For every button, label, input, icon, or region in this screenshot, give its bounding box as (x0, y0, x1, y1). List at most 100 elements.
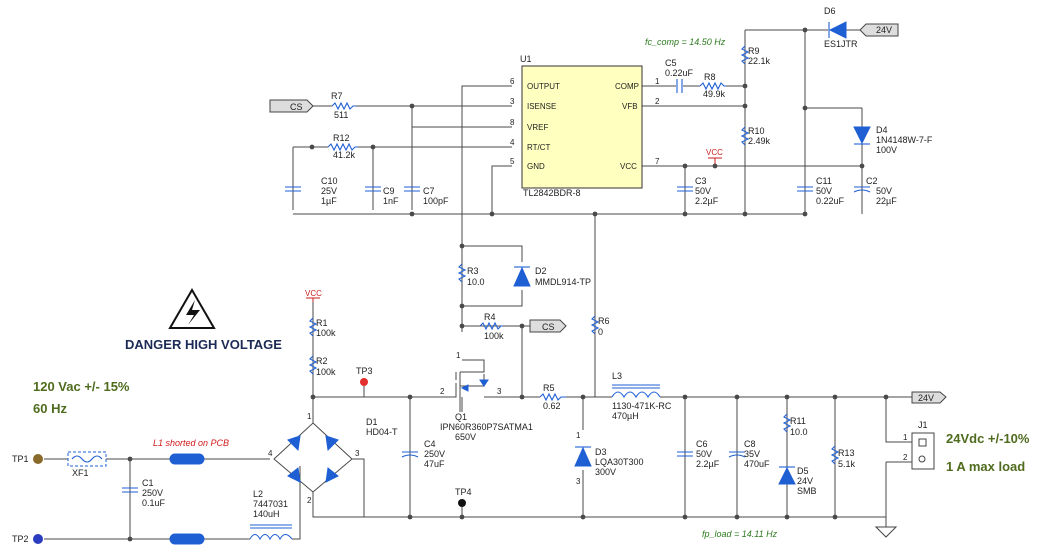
c10-ref: C10 (321, 176, 338, 186)
r11-symbol (782, 413, 792, 433)
l1-note: L1 shorted on PCB (153, 438, 229, 448)
svg-text:3: 3 (576, 477, 581, 486)
tp1-label: TP1 (12, 454, 29, 464)
l3-symbol (611, 391, 661, 399)
pin-vref: VREF (527, 123, 548, 132)
r12-symbol (327, 142, 358, 152)
output-current-spec: 1 A max load (946, 459, 1025, 474)
svg-text:2: 2 (440, 387, 445, 396)
d4-symbol (853, 126, 871, 145)
r11-value: 10.0 (790, 427, 808, 437)
c9-value: 1nF (383, 196, 399, 206)
svg-text:1: 1 (456, 351, 461, 360)
c2-voltage: 50V (876, 186, 892, 196)
output-voltage-spec: 24Vdc +/-10% (946, 431, 1030, 446)
d3-ref: D3 (595, 447, 607, 457)
r1-symbol (308, 317, 318, 337)
connector-j1: J1 1 2 (898, 420, 935, 470)
svg-text:1: 1 (307, 412, 312, 421)
svg-text:24V: 24V (876, 25, 892, 35)
c3-ref: C3 (695, 176, 707, 186)
d6-value: ES1JTR (824, 39, 858, 49)
r3-ref: R3 (467, 266, 479, 276)
c1-value: 0.1uF (142, 498, 166, 508)
r6-value: 0 (598, 327, 603, 337)
d4-value: 1N4148W-7-F (876, 135, 933, 145)
input-frequency-spec: 60 Hz (33, 401, 67, 416)
r10-symbol (740, 126, 750, 146)
pin-num-gnd: 5 (510, 157, 515, 166)
c3-value: 2.2µF (695, 196, 719, 206)
c8-ref: C8 (744, 439, 756, 449)
r11-ref: R11 (790, 416, 806, 426)
junctions (127, 27, 889, 542)
tp4-label: TP4 (455, 487, 472, 497)
high-voltage-icon (168, 288, 216, 329)
c6-symbol (677, 451, 693, 457)
fp-load-note: fp_load = 14.11 Hz (702, 529, 778, 539)
l2-ref: L2 (253, 489, 263, 499)
controller-ic: U1 TL2842BDR-8 OUTPUT ISENSE VREF RT/CT … (510, 54, 660, 198)
c6-voltage: 50V (696, 449, 712, 459)
d1-value: HD04-T (366, 427, 398, 437)
c2-value: 22µF (876, 196, 897, 206)
c5-ref: C5 (665, 58, 677, 68)
cs-flag-left (269, 99, 314, 113)
r5-symbol (539, 392, 566, 402)
d5-ref: D5 (797, 466, 809, 476)
c11-value: 0.22uF (816, 196, 845, 206)
c2-symbol (853, 186, 871, 193)
r6-ref: R6 (598, 316, 610, 326)
svg-text:1: 1 (576, 431, 581, 440)
d4-voltage: 100V (876, 145, 897, 155)
tp2-marker (33, 534, 43, 544)
tp4-marker (458, 499, 466, 507)
r2-ref: R2 (316, 356, 328, 366)
l2-bottom-choke (169, 533, 205, 545)
r6-symbol (590, 315, 600, 335)
r9-value: 22.1k (748, 56, 771, 66)
vcc-flag-divider: VCC (305, 289, 322, 298)
c1-voltage: 250V (142, 488, 163, 498)
ground-symbol (874, 526, 898, 538)
r3-value: 10.0 (467, 277, 485, 287)
l2-inductance: 140uH (253, 509, 280, 519)
d2-value: MMDL914-TP (535, 277, 591, 287)
svg-text:24V: 24V (918, 393, 934, 403)
d3-value: LQA30T300 (595, 457, 644, 467)
r13-symbol (830, 445, 840, 465)
net-flags: CS CS 24V 24V VCC VCC (269, 23, 947, 404)
c3-symbol (677, 186, 693, 192)
r5-ref: R5 (543, 383, 555, 393)
r4-value: 100k (484, 331, 504, 341)
q1-ref: Q1 (455, 412, 467, 422)
c7-symbol (404, 186, 420, 192)
c1-symbol (122, 487, 138, 493)
pin-num-comp: 1 (655, 77, 660, 86)
l3-ref: L3 (612, 371, 622, 381)
c11-voltage: 50V (816, 186, 832, 196)
diodes: D6 ES1JTR D4 1N4148W-7-F 100V D2 MMDL914… (268, 6, 933, 505)
svg-text:3: 3 (497, 387, 502, 396)
r4-ref: R4 (484, 312, 496, 322)
pin-isense: ISENSE (527, 102, 556, 111)
c8-voltage: 35V (744, 449, 760, 459)
inductors: L3 1130-471K-RC 470µH L1 shorted on PCB … (153, 371, 672, 545)
fuse-xf1: XF1 (67, 451, 107, 478)
d1-ref: D1 (366, 417, 378, 427)
svg-text:1: 1 (903, 433, 908, 442)
c6-value: 2.2µF (696, 459, 720, 469)
d5-value: SMB (797, 486, 817, 496)
r10-value: 2.49k (748, 136, 771, 146)
l2-value: 7447031 (253, 499, 288, 509)
cs-flag-right (529, 319, 567, 333)
c10-voltage: 25V (321, 186, 337, 196)
d6-symbol (828, 21, 847, 39)
svg-text:2: 2 (307, 496, 312, 505)
d5-voltage: 24V (797, 476, 813, 486)
r3-symbol (457, 263, 467, 283)
c11-ref: C11 (816, 176, 832, 186)
l3-inductance: 470µH (612, 411, 639, 421)
c2-ref: C2 (866, 176, 878, 186)
c5-value: 0.22uF (665, 68, 694, 78)
